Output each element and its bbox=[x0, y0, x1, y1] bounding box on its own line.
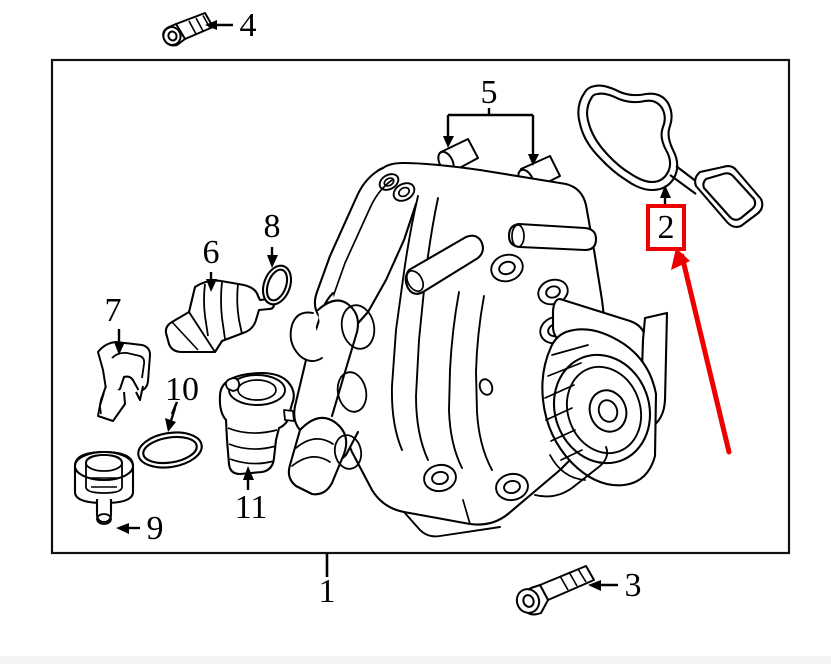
red-annotation-arrow bbox=[671, 248, 732, 455]
leader-7 bbox=[114, 329, 125, 355]
callout-label-11: 11 bbox=[235, 489, 268, 526]
callout-2-highlight-box bbox=[646, 204, 686, 251]
part-sensor-o-ring bbox=[261, 264, 293, 306]
part-water-pump-gasket bbox=[577, 84, 764, 228]
part-coolant-outlet-housing bbox=[218, 371, 295, 476]
part-thermostat bbox=[73, 450, 135, 525]
callout-label-5: 5 bbox=[481, 74, 498, 111]
leader-11 bbox=[243, 466, 254, 490]
callout-label-9: 9 bbox=[147, 510, 164, 547]
leader-4 bbox=[205, 20, 233, 30]
leader-3 bbox=[588, 580, 618, 591]
callout-label-1: 1 bbox=[319, 573, 336, 610]
part-long-flange-bolt bbox=[515, 565, 595, 616]
callout-label-7: 7 bbox=[105, 292, 122, 329]
leader-5-bracket bbox=[443, 108, 539, 166]
callout-label-2: 2 bbox=[658, 209, 675, 246]
part-sensor-retaining-clip bbox=[97, 341, 151, 422]
part-coolant-temperature-sensor bbox=[164, 279, 276, 354]
callout-label-6: 6 bbox=[203, 234, 220, 271]
callout-label-4: 4 bbox=[240, 7, 257, 44]
bottom-edge-band bbox=[0, 656, 831, 664]
leader-6 bbox=[206, 272, 217, 292]
part-water-pump-assembly bbox=[287, 161, 669, 538]
leader-9 bbox=[116, 523, 140, 534]
callout-label-8: 8 bbox=[264, 208, 281, 245]
part-short-flange-bolt bbox=[162, 12, 214, 47]
part-thermostat-housing-o-ring bbox=[137, 431, 203, 469]
callout-label-10: 10 bbox=[165, 371, 199, 408]
leader-8 bbox=[267, 247, 278, 268]
leader-10 bbox=[165, 401, 179, 432]
callout-label-3: 3 bbox=[625, 567, 642, 604]
